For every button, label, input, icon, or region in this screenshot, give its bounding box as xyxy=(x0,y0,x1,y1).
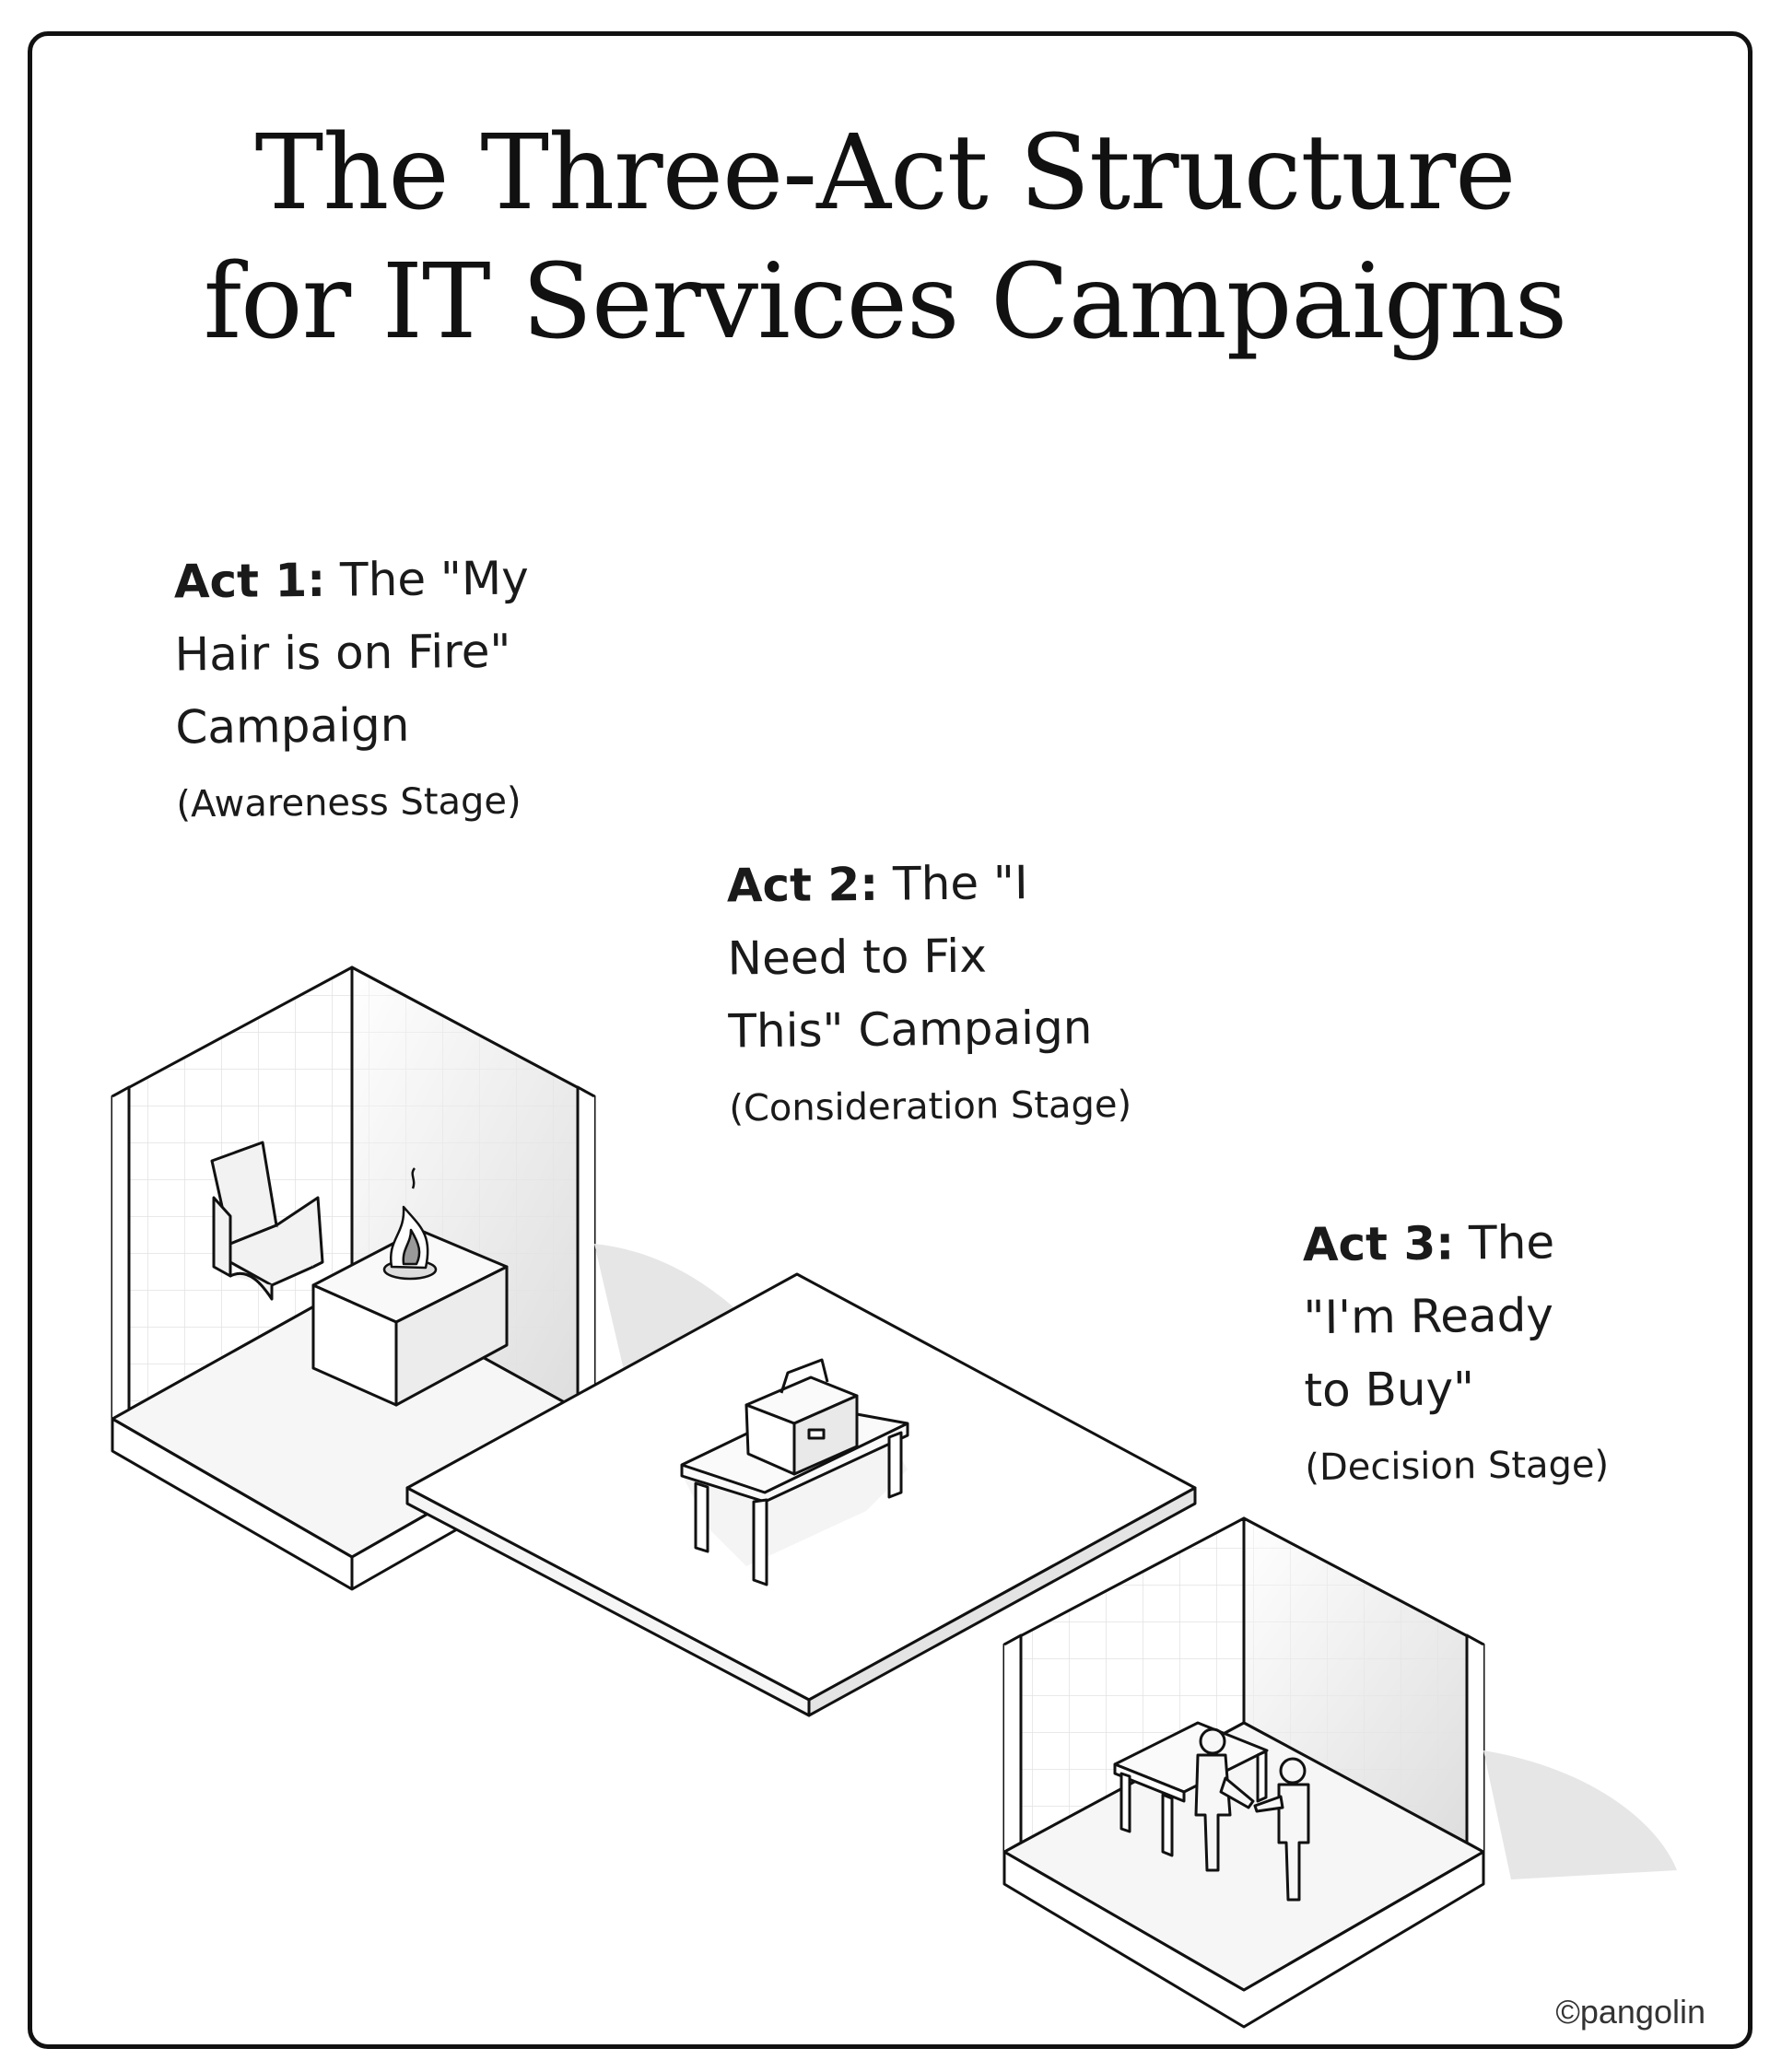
fire-icon xyxy=(382,1167,438,1281)
copyright-text: ©pangolin xyxy=(1555,1993,1706,2031)
title-line-2: for IT Services Campaigns xyxy=(203,242,1568,362)
toolbox-icon xyxy=(744,1358,859,1476)
people-handshake-icon xyxy=(1194,1727,1310,1902)
room-3 xyxy=(1002,1516,1485,2029)
armchair-icon xyxy=(210,1141,324,1301)
room-3-shadow xyxy=(1483,1750,1677,1879)
title-line-1: The Three-Act Structure xyxy=(254,113,1517,233)
meeting-table-icon xyxy=(1113,1721,1269,1857)
page-title: The Three-Act Structure for IT Services … xyxy=(0,109,1770,367)
